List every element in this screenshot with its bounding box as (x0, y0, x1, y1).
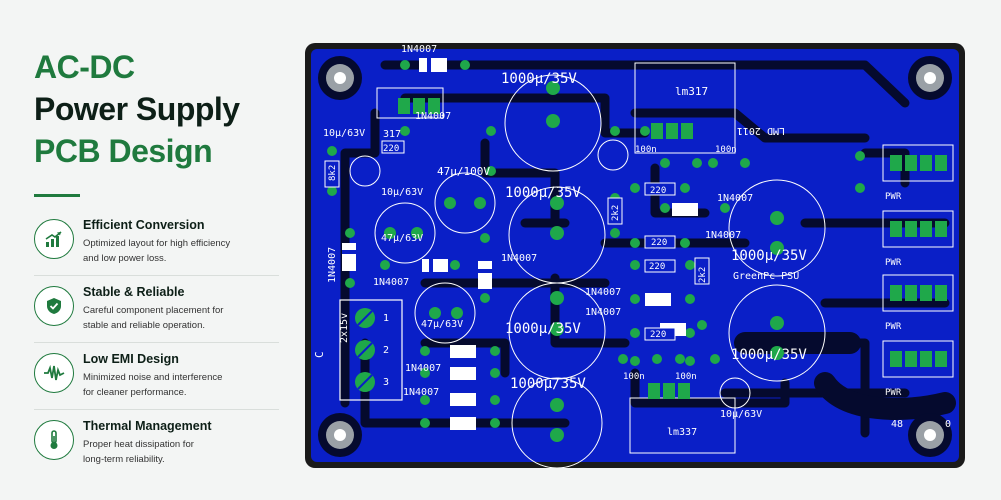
pcb-label: 3 (383, 377, 389, 388)
pcb-label: 1 (383, 313, 389, 324)
pcb-label: 220 (650, 330, 666, 340)
pcb-label: 1000µ/35V (731, 248, 807, 264)
title-line-3: PCB Design (34, 133, 213, 169)
pcb-label: 1N4007 (501, 253, 537, 264)
pcb-label: 8k2 (328, 165, 338, 181)
pcb-label: 317 (383, 129, 401, 140)
pcb-label: 100n (715, 145, 737, 155)
feature-title: Low EMI Design (83, 352, 179, 366)
pcb-label: 100n (675, 372, 697, 382)
pcb-label: 10µ/63V (323, 128, 365, 139)
pcb-label: 2x15v (339, 313, 350, 343)
power-connectors (882, 144, 954, 378)
thick-power-traces (734, 332, 956, 420)
pcb-label: 10µ/63V (381, 187, 423, 198)
pcb-label: C (313, 351, 326, 358)
pcb-label: 1N4007 (401, 44, 437, 55)
waveform-icon (34, 353, 74, 393)
pcb-label: 47µ/63V (381, 233, 423, 244)
pcb-label: 220 (649, 262, 665, 272)
feature-stable-reliable: Stable & Reliable Careful component plac… (34, 276, 279, 343)
capacitor-outlines (349, 74, 826, 469)
feature-title: Thermal Management (83, 419, 212, 433)
pcb-label: 47µ/100V (437, 165, 490, 178)
chart-growth-icon (34, 219, 74, 259)
pcb-label: 1000µ/35V (731, 347, 807, 363)
shield-check-icon (34, 286, 74, 326)
pcb-label: LMD 2011 (737, 125, 785, 136)
pcb-label: 1N4007 (585, 287, 621, 298)
pcb-label: 2k2 (611, 205, 621, 221)
pcb-label: lm337 (667, 427, 697, 438)
pcb-label: 1N4007 (403, 387, 439, 398)
pcb-label: PWR (885, 258, 902, 268)
pcb-label: 1N4007 (705, 230, 741, 241)
pcb-label: 1N4007 (717, 193, 753, 204)
pcb-board: 1N4007 1000µ/35V lm317 10µ/63V 317 1N400… (305, 43, 965, 469)
terminal-screws (355, 308, 375, 392)
pcb-label: 47µ/63V (421, 319, 463, 330)
pcb-label: PWR (885, 388, 902, 398)
pcb-label: 1N4007 (415, 111, 451, 122)
pcb-layout: 1N4007 1000µ/35V lm317 10µ/63V 317 1N400… (305, 43, 965, 469)
pcb-label: 1N4007 (405, 363, 441, 374)
pcb-label: 1000µ/35V (501, 71, 577, 87)
feature-title: Stable & Reliable (83, 285, 185, 299)
pcb-label: 1000µ/35V (505, 321, 581, 337)
thermometer-icon (34, 420, 74, 460)
board-substrate (311, 49, 959, 462)
regulator-outlines (376, 62, 736, 454)
component-pads (327, 60, 947, 442)
discrete-parts (324, 58, 710, 430)
pcb-label: 2 (383, 345, 389, 356)
pcb-label: PWR (885, 322, 902, 332)
title-line-1: AC-DC (34, 49, 135, 85)
pcb-label: 220 (651, 238, 667, 248)
pcb-label: 1N4007 (327, 247, 338, 283)
pcb-label: 48 (891, 419, 903, 430)
left-panel: AC-DC Power Supply PCB Design Efficient … (34, 46, 279, 476)
pcb-label: 220 (383, 144, 399, 154)
pcb-label: 1000µ/35V (505, 185, 581, 201)
pcb-label: 0 (945, 419, 951, 430)
feature-low-emi: Low EMI Design Minimized noise and inter… (34, 343, 279, 410)
pcb-label: 1N4007 (585, 307, 621, 318)
silkscreen-labels: 1N4007 1000µ/35V lm317 10µ/63V 317 1N400… (313, 44, 951, 438)
pcb-label: 100n (623, 372, 645, 382)
feature-efficient-conversion: Efficient Conversion Optimized layout fo… (34, 209, 279, 276)
pcb-label: 1000µ/35V (510, 376, 586, 392)
pcb-label: 1N4007 (373, 277, 409, 288)
feature-title: Efficient Conversion (83, 218, 205, 232)
title-divider (34, 194, 80, 197)
pcb-label: PWR (885, 192, 902, 202)
page-title: AC-DC Power Supply PCB Design (34, 46, 279, 172)
pcb-label: 10µ/63V (720, 409, 762, 420)
feature-thermal: Thermal Management Proper heat dissipati… (34, 410, 279, 476)
pcb-label: GreenPc PSU (733, 271, 799, 282)
pcb-label: 220 (650, 186, 666, 196)
mounting-holes (318, 56, 952, 457)
title-line-2: Power Supply (34, 91, 240, 127)
pcb-label: lm317 (675, 85, 708, 98)
terminal-block (339, 299, 403, 401)
pcb-label: 2k2 (698, 267, 708, 283)
pcb-label: 100n (635, 145, 657, 155)
